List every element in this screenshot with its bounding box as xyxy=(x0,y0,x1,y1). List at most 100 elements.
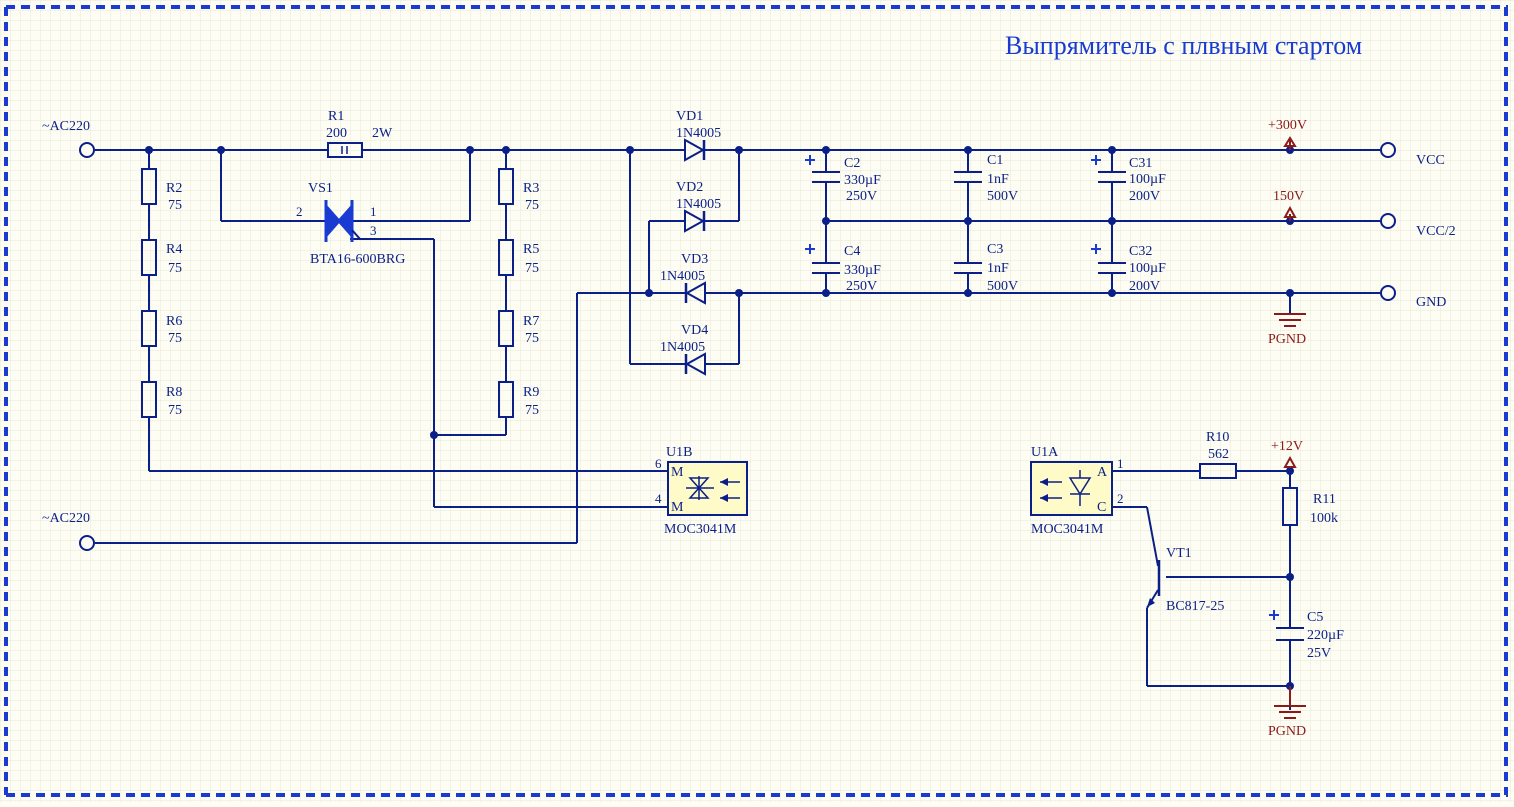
resistor-r9[interactable]: R9 75 xyxy=(498,381,539,418)
c31-value: 100µF xyxy=(1129,172,1166,187)
vs1-pin2: 2 xyxy=(296,204,303,219)
vd3-value: 1N4005 xyxy=(660,269,705,284)
vs1-pin1: 1 xyxy=(370,204,377,219)
c5-value: 220µF xyxy=(1307,628,1344,643)
r10-value: 562 xyxy=(1208,447,1229,462)
resistor-r5[interactable]: R5 75 xyxy=(498,239,539,276)
resistor-r1[interactable]: R1 200 2W xyxy=(326,109,393,158)
resistor-r4[interactable]: R4 75 xyxy=(141,239,182,276)
u1b-ref: U1B xyxy=(666,445,692,460)
r1-ref: R1 xyxy=(328,109,344,124)
diode-vd2[interactable]: VD2 1N4005 xyxy=(676,180,721,233)
u1a-pin-a: A xyxy=(1097,465,1108,480)
diode-vd1[interactable]: VD1 1N4005 xyxy=(676,109,721,162)
c1-ref: C1 xyxy=(987,153,1003,168)
transistor-vt1[interactable]: VT1 BC817-25 xyxy=(1147,546,1224,614)
r7-ref: R7 xyxy=(523,314,539,329)
resistor-r7[interactable]: R7 75 xyxy=(498,310,539,347)
r4-ref: R4 xyxy=(166,242,182,257)
r6-ref: R6 xyxy=(166,314,182,329)
port-gnd[interactable]: GND xyxy=(1380,285,1446,310)
vd1-value: 1N4005 xyxy=(676,126,721,141)
u1a-pin-c: C xyxy=(1097,500,1106,515)
port-gnd-label: GND xyxy=(1416,295,1446,310)
vs1-pin3: 3 xyxy=(370,223,377,238)
vs1-value: BTA16-600BRG xyxy=(310,252,405,267)
c31-ref: C31 xyxy=(1129,156,1152,171)
c3-ref: C3 xyxy=(987,242,1003,257)
resistor-r8[interactable]: R8 75 xyxy=(141,381,182,418)
c4-value: 330µF xyxy=(844,263,881,278)
triac-vs1[interactable]: VS1 BTA16-600BRG 1 2 3 xyxy=(296,181,405,267)
c32-ref: C32 xyxy=(1129,244,1152,259)
c3-voltage: 500V xyxy=(987,279,1018,294)
port-ac220-top[interactable]: ~AC220 xyxy=(42,119,95,158)
resistor-r11[interactable]: R11 100k xyxy=(1282,487,1338,526)
optocoupler-u1b[interactable]: U1B MOC3041M 6 4 M M xyxy=(655,445,748,537)
capacitor-c31[interactable]: C31 100µF 200V xyxy=(1091,155,1166,204)
capacitor-c1[interactable]: C1 1nF 500V xyxy=(954,153,1018,204)
r9-ref: R9 xyxy=(523,385,539,400)
r5-value: 75 xyxy=(525,261,539,276)
c32-voltage: 200V xyxy=(1129,279,1160,294)
vd2-value: 1N4005 xyxy=(676,197,721,212)
c2-value: 330µF xyxy=(844,173,881,188)
port-ac220-bottom[interactable]: ~AC220 xyxy=(42,511,95,551)
r5-ref: R5 xyxy=(523,242,539,257)
capacitor-c5[interactable]: C5 220µF 25V xyxy=(1269,610,1344,661)
port-vcc2[interactable]: VCC/2 xyxy=(1380,213,1456,239)
power-300v-label: +300V xyxy=(1268,118,1307,133)
r3-ref: R3 xyxy=(523,181,539,196)
resistor-r10[interactable]: R10 562 xyxy=(1199,430,1237,479)
diode-vd4[interactable]: VD4 1N4005 xyxy=(660,323,708,376)
r2-value: 75 xyxy=(168,198,182,213)
pgnd-1-label: PGND xyxy=(1268,332,1306,347)
r3-value: 75 xyxy=(525,198,539,213)
sheet-title: Выпрямитель с плвным стартом xyxy=(1005,31,1362,60)
junctions xyxy=(145,146,1294,690)
capacitor-c2[interactable]: C2 330µF 250V xyxy=(805,155,881,204)
vt1-ref: VT1 xyxy=(1166,546,1192,561)
power-12v-label: +12V xyxy=(1271,439,1303,454)
r11-value: 100k xyxy=(1310,511,1338,526)
r10-ref: R10 xyxy=(1206,430,1229,445)
port-vcc[interactable]: VCC xyxy=(1380,142,1445,168)
u1a-pin2: 2 xyxy=(1117,491,1124,506)
port-ac220-top-label: ~AC220 xyxy=(42,119,90,134)
u1b-m-top: M xyxy=(671,465,684,480)
capacitor-c4[interactable]: C4 330µF 250V xyxy=(805,244,881,294)
resistor-r3[interactable]: R3 75 xyxy=(498,168,539,213)
capacitor-c3[interactable]: C3 1nF 500V xyxy=(954,242,1018,294)
r2-ref: R2 xyxy=(166,181,182,196)
pgnd-2-label: PGND xyxy=(1268,724,1306,739)
u1a-ref: U1A xyxy=(1031,445,1059,460)
u1a-value: MOC3041M xyxy=(1031,522,1104,537)
r1-power: 2W xyxy=(372,126,393,141)
r8-value: 75 xyxy=(168,403,182,418)
capacitor-c32[interactable]: C32 100µF 200V xyxy=(1091,244,1166,294)
diode-vd3[interactable]: VD3 1N4005 xyxy=(660,252,708,305)
c32-value: 100µF xyxy=(1129,261,1166,276)
pgnd-symbol-2[interactable]: PGND xyxy=(1268,686,1306,739)
c2-ref: C2 xyxy=(844,156,860,171)
c3-value: 1nF xyxy=(987,261,1009,276)
u1a-pin1: 1 xyxy=(1117,456,1124,471)
power-flag-300v[interactable]: +300V xyxy=(1268,118,1307,150)
r4-value: 75 xyxy=(168,261,182,276)
c1-value: 1nF xyxy=(987,172,1009,187)
power-flag-12v[interactable]: +12V xyxy=(1271,439,1303,468)
power-flag-150v[interactable]: 150V xyxy=(1273,189,1304,221)
port-ac220-bottom-label: ~AC220 xyxy=(42,511,90,526)
sheet-border xyxy=(4,5,1508,797)
port-vcc2-label: VCC/2 xyxy=(1416,224,1456,239)
pgnd-symbol-1[interactable]: PGND xyxy=(1268,313,1306,347)
optocoupler-u1a[interactable]: U1A MOC3041M 1 2 A C xyxy=(1030,445,1124,537)
r9-value: 75 xyxy=(525,403,539,418)
r11-ref: R11 xyxy=(1313,492,1336,507)
vd3-ref: VD3 xyxy=(681,252,708,267)
resistor-r2[interactable]: R2 75 xyxy=(141,168,182,213)
r6-value: 75 xyxy=(168,331,182,346)
resistor-r6[interactable]: R6 75 xyxy=(141,310,182,347)
r1-value: 200 xyxy=(326,126,347,141)
